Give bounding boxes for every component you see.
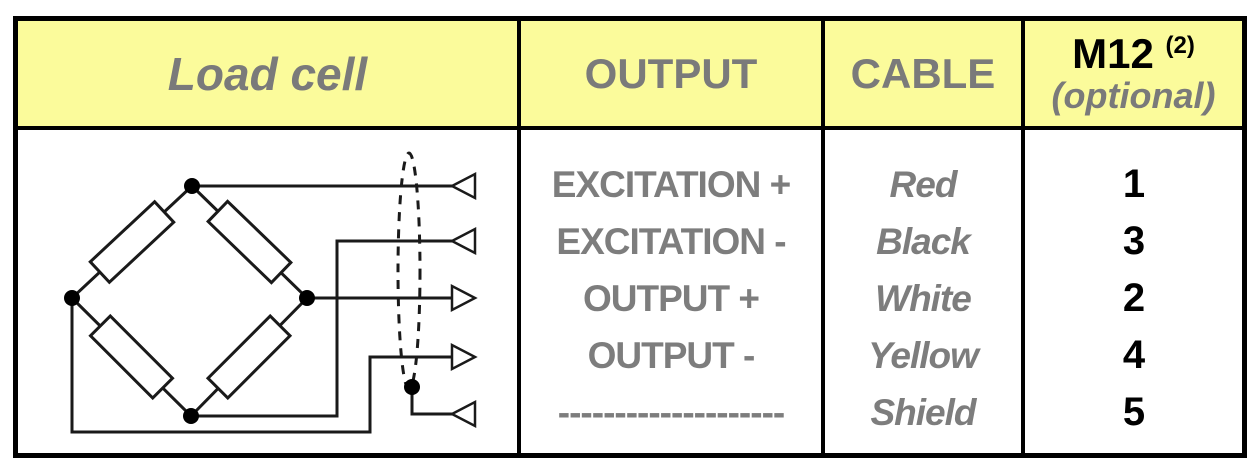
wire-output-minus xyxy=(70,298,454,434)
cable-color: White xyxy=(875,278,972,319)
strain-gauge-resistors xyxy=(88,199,293,401)
load-cell-diagram-cell xyxy=(18,130,521,453)
resistor-top-right xyxy=(206,199,293,285)
cable-column: Red Black White Yellow Shield xyxy=(825,130,1025,453)
load-cell-bridge-diagram xyxy=(64,151,478,434)
output-value: OUTPUT - xyxy=(587,335,756,376)
arrow-output-plus-icon xyxy=(450,283,478,313)
cable-shield-oval xyxy=(396,151,422,391)
wire-excitation-minus xyxy=(191,239,454,418)
output-value-dashes: -------------------- xyxy=(557,392,785,433)
junction-nodes xyxy=(64,178,420,424)
header-output-label: OUTPUT xyxy=(584,49,758,97)
output-value: OUTPUT + xyxy=(583,278,760,319)
header-m12-footnote-marker: (2) xyxy=(1165,31,1195,59)
arrow-shield-icon xyxy=(449,399,477,429)
node-bottom xyxy=(183,408,199,424)
m12-pin: 5 xyxy=(1122,390,1145,434)
resistor-top-left xyxy=(88,199,176,285)
arrow-output-minus-icon xyxy=(450,342,478,372)
header-m12: M12 (2) (optional) xyxy=(1025,21,1242,130)
header-load-cell: Load cell xyxy=(18,21,521,130)
wiring-table: Load cell OUTPUT CABLE M12 (2) (optional… xyxy=(13,16,1247,458)
node-shield xyxy=(404,379,420,395)
m12-pin: 2 xyxy=(1122,276,1145,320)
header-load-cell-label: Load cell xyxy=(167,47,368,100)
header-output: OUTPUT xyxy=(521,21,825,130)
m12-pin: 3 xyxy=(1122,219,1145,263)
header-cable: CABLE xyxy=(825,21,1025,130)
node-top xyxy=(184,178,200,194)
node-left xyxy=(64,290,80,306)
resistor-bottom-right xyxy=(205,313,293,401)
m12-pin: 1 xyxy=(1122,162,1145,206)
node-right xyxy=(299,290,315,306)
arrow-excitation-plus-icon xyxy=(449,171,477,201)
output-column: EXCITATION + EXCITATION - OUTPUT + OUTPU… xyxy=(521,130,825,453)
connector-arrows xyxy=(449,171,478,429)
resistor-bottom-left xyxy=(88,313,175,401)
cable-color: Red xyxy=(889,164,958,205)
arrow-excitation-minus-icon xyxy=(449,226,477,256)
m12-pin: 4 xyxy=(1122,333,1145,377)
output-value: EXCITATION + xyxy=(551,164,791,205)
cable-color: Black xyxy=(876,221,971,262)
output-value: EXCITATION - xyxy=(556,221,786,262)
wires xyxy=(70,184,454,434)
header-cable-label: CABLE xyxy=(850,49,996,97)
header-m12-text: M12 xyxy=(1072,29,1154,77)
header-m12-label: M12 (2) xyxy=(1072,29,1195,77)
cable-color: Shield xyxy=(870,392,976,433)
wire-shield xyxy=(410,387,454,416)
bridge-diamond xyxy=(69,183,310,419)
m12-pin-column: 1 3 2 4 5 xyxy=(1025,130,1242,453)
cable-color: Yellow xyxy=(868,335,979,376)
header-m12-optional-label: (optional) xyxy=(1051,74,1216,116)
